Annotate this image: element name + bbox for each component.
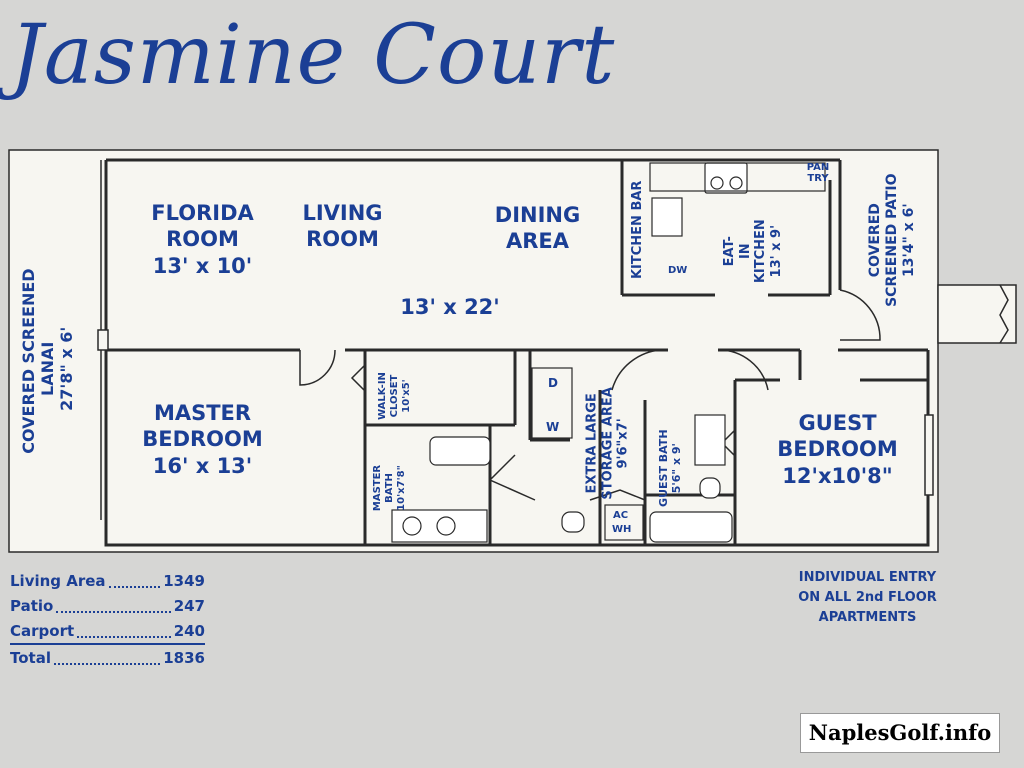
washer-label: W [546, 420, 560, 434]
tub-guest [649, 511, 733, 543]
walk-in-closet-label: WALK-IN CLOSET 10'x5' [377, 372, 412, 420]
fixtures [391, 162, 826, 543]
living-dining-size: 13' x 22' [400, 295, 500, 319]
master-bedroom-label: MASTER BEDROOM 16' x 13' [142, 401, 263, 478]
toilet-master [561, 511, 585, 533]
ac-label: AC [613, 510, 629, 521]
lanai-label: COVERED SCREENED LANAI 27'8" x 6' [19, 268, 77, 454]
washer-dryer [531, 367, 573, 439]
storage-label: EXTRA LARGE STORAGE AREA 9'6"x7' [584, 387, 631, 500]
living-room-label: LIVING ROOM [302, 201, 383, 252]
guest-bedroom-label: GUEST BEDROOM 12'x10'8" [777, 411, 898, 488]
pantry-label: PAN TRY [806, 162, 830, 184]
kitchen-bar-label: KITCHEN BAR [630, 180, 646, 280]
watermark: NaplesGolf.info [800, 713, 1000, 753]
kitchen-counter [649, 162, 826, 192]
eat-in-kitchen-label: EAT- IN KITCHEN 13' x 9' [721, 219, 784, 284]
dining-area-label: DINING AREA [494, 203, 581, 254]
walls [104, 158, 930, 547]
patio-label: COVERED SCREENED PATIO 13'4" x 6' [866, 173, 917, 307]
vanity-guest [694, 414, 726, 466]
florida-room-label: FLORIDA ROOM 13' x 10' [151, 201, 254, 278]
master-bath-label: MASTER BATH 10'x7'8" [372, 464, 407, 512]
door-swings [299, 289, 881, 501]
dryer-label: D [548, 376, 558, 390]
ac-wh-closet [604, 504, 644, 541]
tub-master [429, 436, 491, 466]
stair-landing [937, 284, 1017, 344]
page-title: Jasmine Court [10, 8, 616, 103]
wh-label: WH [612, 524, 632, 535]
entry-note: INDIVIDUAL ENTRY ON ALL 2nd FLOOR APARTM… [798, 570, 937, 625]
toilet-guest [699, 477, 721, 499]
kitchen-sink [651, 197, 683, 237]
stove [704, 162, 748, 194]
windows [97, 160, 934, 520]
dishwasher-label: DW [668, 265, 688, 276]
guest-bath-label: GUEST BATH 5'6" x 9' [656, 429, 683, 507]
